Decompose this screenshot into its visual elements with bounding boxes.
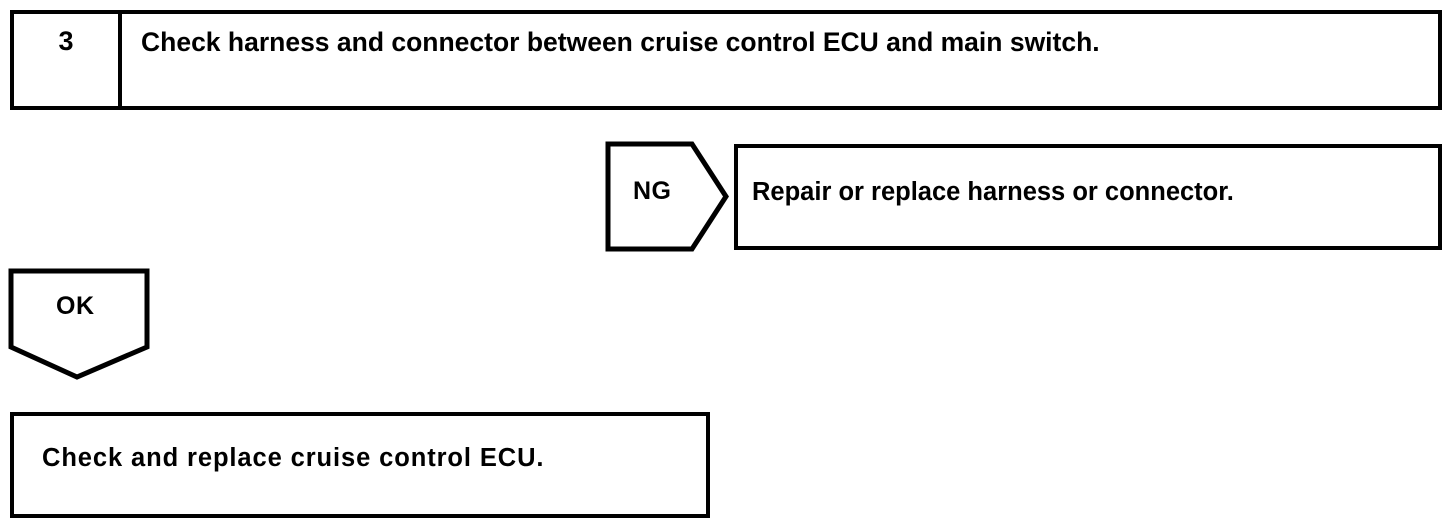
ok-label: OK bbox=[56, 292, 95, 320]
ok-arrow-shape bbox=[8, 268, 150, 380]
step-instruction-cell: Check harness and connector between crui… bbox=[126, 14, 1438, 106]
ok-outcome-box: Check and replace cruise control ECU. bbox=[10, 412, 710, 518]
ng-label: NG bbox=[633, 177, 672, 205]
ng-outcome-box: Repair or replace harness or connector. bbox=[734, 144, 1442, 250]
ng-result-arrow: NG bbox=[605, 141, 729, 252]
ok-result-arrow: OK bbox=[8, 268, 150, 380]
step-number-cell: 3 bbox=[14, 14, 122, 106]
step-row: 3 Check harness and connector between cr… bbox=[10, 10, 1442, 110]
step-number: 3 bbox=[58, 26, 74, 56]
step-instruction-text: Check harness and connector between crui… bbox=[141, 27, 1100, 57]
ng-arrow-shape bbox=[605, 141, 729, 252]
ok-outcome-text: Check and replace cruise control ECU. bbox=[42, 444, 545, 472]
ng-outcome-text: Repair or replace harness or connector. bbox=[752, 178, 1234, 206]
